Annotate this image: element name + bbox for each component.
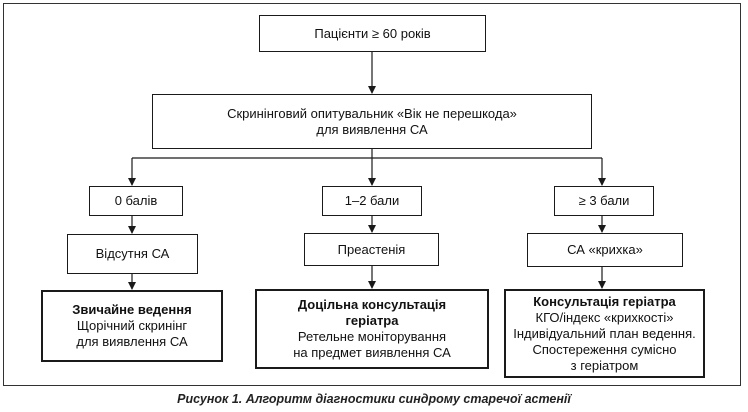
screening-node-line1: Скринінговий опитувальник «Вік не перешк…	[227, 105, 517, 121]
action-node-line: Ретельне моніторування	[297, 329, 447, 344]
score-node-label: ≥ 3 бали	[578, 193, 630, 208]
result-node-label: СА «крихка»	[567, 242, 643, 257]
action-node-0: Звичайне ведення Щорічний скринінг для в…	[41, 290, 223, 362]
start-node-label: Пацієнти ≥ 60 років	[314, 25, 431, 41]
result-node-label: Відсутня СА	[95, 246, 170, 261]
action-node-line: з геріатром	[570, 357, 639, 373]
score-node-label: 1–2 бали	[344, 193, 400, 208]
action-node-title: геріатра	[345, 313, 399, 328]
diagram-frame	[3, 3, 741, 386]
action-node-title: Звичайне ведення	[72, 302, 192, 317]
action-node-line: для виявлення СА	[76, 334, 188, 349]
score-node-label: 0 балів	[114, 193, 158, 208]
result-node-0: Відсутня СА	[67, 234, 198, 274]
action-node-line: Щорічний скринінг	[76, 318, 188, 333]
action-node-line: на предмет виявлення СА	[293, 345, 451, 360]
screening-node: Скринінговий опитувальник «Вік не перешк…	[152, 94, 592, 149]
score-node-1: 1–2 бали	[322, 186, 422, 216]
action-node-1: Доцільна консультація геріатра Ретельне …	[255, 289, 489, 369]
action-node-line: Індивідуальний план ведення.	[513, 325, 696, 341]
action-node-line: Спостереження сумісно	[532, 341, 677, 357]
screening-node-line2: для виявлення СА	[316, 121, 428, 137]
action-node-title: Доцільна консультація	[297, 297, 447, 312]
action-node-2: Консультація геріатра КГО/індекс «крихко…	[504, 289, 705, 378]
figure-caption: Рисунок 1. Алгоритм діагностики синдрому…	[177, 392, 571, 406]
score-node-0: 0 балів	[89, 186, 183, 216]
action-node-line: КГО/індекс «крихкості»	[535, 309, 674, 325]
result-node-2: СА «крихка»	[527, 233, 683, 267]
score-node-2: ≥ 3 бали	[554, 186, 654, 216]
action-node-title: Консультація геріатра	[533, 293, 676, 309]
result-node-1: Преастенія	[304, 233, 439, 266]
result-node-label: Преастенія	[337, 241, 406, 257]
start-node: Пацієнти ≥ 60 років	[259, 15, 486, 52]
